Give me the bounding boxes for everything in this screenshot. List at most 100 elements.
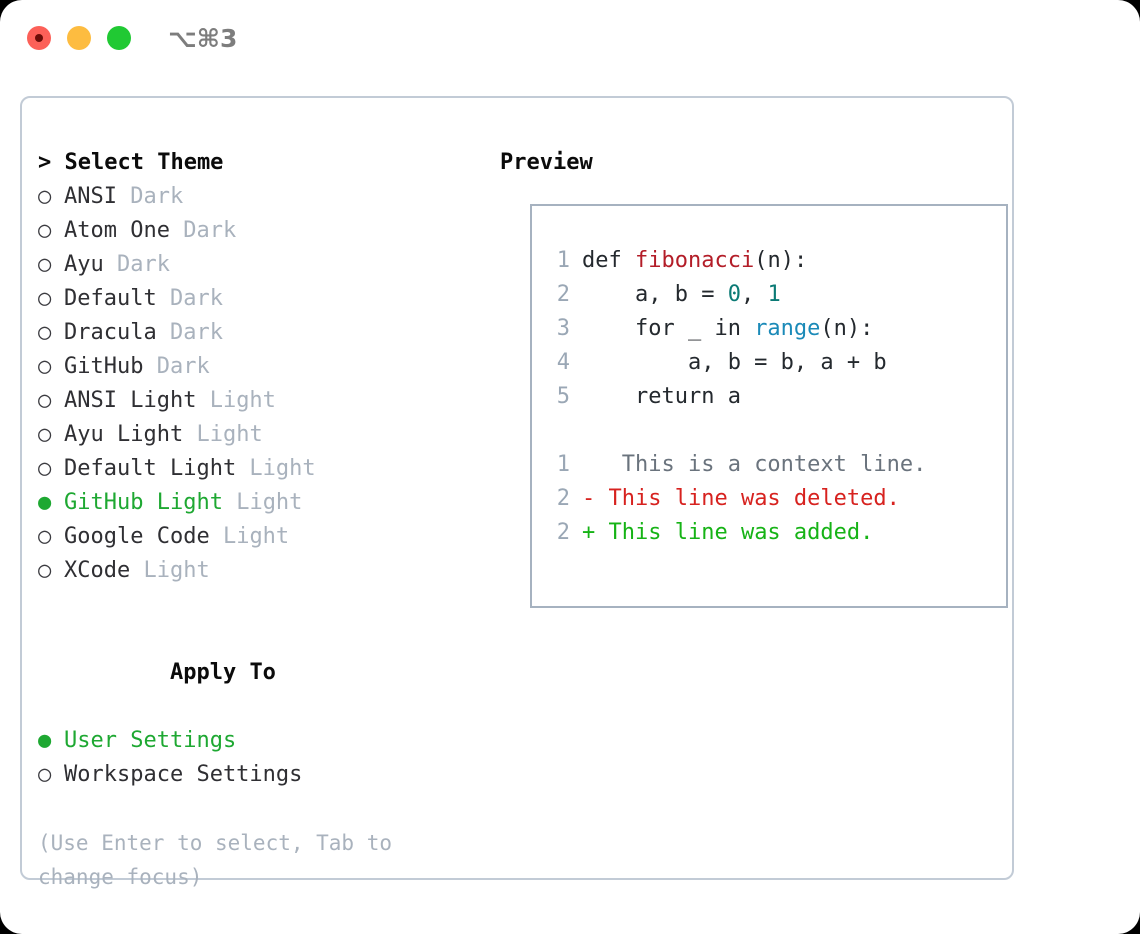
theme-list-item[interactable]: ○ Google Code Light	[38, 520, 478, 554]
radio-selected-icon[interactable]: ●	[38, 490, 52, 515]
radio-unselected-icon[interactable]: ○	[38, 252, 52, 277]
line-number: 2	[556, 486, 570, 511]
code-line: 3 for _ in range(n):	[546, 312, 926, 346]
diff-text: This is a context line.	[595, 452, 927, 477]
theme-kind-tag: Light	[209, 524, 290, 549]
code-token: 0	[727, 282, 741, 307]
theme-name-label: Default Light	[64, 456, 237, 481]
diff-sample: 1 This is a context line. 2- This line wa…	[546, 448, 927, 550]
radio-unselected-icon[interactable]: ○	[38, 354, 52, 379]
diff-marker: -	[582, 486, 596, 511]
apply-to-list-item[interactable]: ●User Settings	[38, 724, 478, 758]
theme-kind-tag: Light	[236, 456, 316, 481]
code-line: 1 def fibonacci(n):	[546, 244, 926, 278]
code-token: a, b = b, a + b	[582, 350, 887, 375]
theme-name-label: Default	[64, 286, 157, 311]
code-line: 4 a, b = b, a + b	[546, 346, 926, 380]
radio-unselected-icon[interactable]: ○	[38, 422, 52, 447]
minimize-window-button[interactable]	[67, 26, 91, 50]
code-line: 5 return a	[546, 380, 926, 414]
theme-kind-tag: Dark	[169, 218, 237, 243]
theme-list-item[interactable]: ○ Ayu Dark	[38, 248, 478, 282]
theme-list-item[interactable]: ○ Dracula Dark	[38, 316, 478, 350]
radio-unselected-icon[interactable]: ○	[38, 218, 52, 243]
code-token: a, b =	[582, 282, 728, 307]
code-diff-separator	[546, 414, 926, 448]
apply-to-label: Workspace Settings	[64, 762, 303, 787]
theme-name-label: ANSI Light	[64, 388, 197, 413]
theme-kind-tag: Light	[196, 388, 276, 413]
theme-name-label: Ayu Light	[64, 422, 184, 447]
theme-list-item[interactable]: ○ Default Light Light	[38, 452, 478, 486]
apply-to-list: ●User Settings ○ Workspace Settings	[38, 724, 478, 792]
theme-kind-tag: Dark	[156, 286, 223, 311]
theme-kind-tag: Dark	[143, 354, 210, 379]
theme-kind-tag: Light	[130, 558, 210, 583]
theme-name-label: XCode	[64, 558, 131, 583]
theme-name-label: Dracula	[64, 320, 157, 345]
title-bar: ⌥⌘3	[0, 0, 1140, 76]
code-token: (n):	[754, 248, 808, 273]
line-number: 1	[556, 452, 570, 477]
diff-text: This line was deleted.	[595, 486, 900, 511]
theme-name-label: Ayu	[64, 252, 104, 277]
code-token: return a	[582, 384, 741, 409]
theme-list-column: > Select Theme ○ANSI Dark○Atom One Dark○…	[38, 146, 478, 894]
radio-unselected-icon[interactable]: ○	[38, 558, 52, 583]
radio-unselected-icon[interactable]: ○	[38, 762, 52, 787]
theme-list-item[interactable]: ○ Default Dark	[38, 282, 478, 316]
theme-kind-tag: Dark	[156, 320, 223, 345]
theme-list: ○ANSI Dark○Atom One Dark○Ayu Dark○Defaul…	[38, 180, 478, 588]
code-token: range	[754, 316, 821, 341]
line-number: 4	[556, 350, 570, 375]
apply-to-heading-label: Apply To	[169, 660, 276, 685]
hint-spacer	[38, 792, 478, 826]
apply-to-list-item[interactable]: ○ Workspace Settings	[38, 758, 478, 792]
theme-list-item[interactable]: ●GitHub Light Light	[38, 486, 478, 520]
diff-marker: +	[582, 520, 596, 545]
radio-selected-icon[interactable]: ●	[38, 728, 52, 753]
theme-list-item[interactable]: ○ XCode Light	[38, 554, 478, 588]
line-number: 3	[556, 316, 570, 341]
theme-list-item[interactable]: ○ Atom One Dark	[38, 214, 478, 248]
code-token: (n):	[820, 316, 874, 341]
radio-unselected-icon[interactable]: ○	[38, 456, 52, 481]
line-number: 5	[556, 384, 570, 409]
diff-line: 1 This is a context line.	[546, 448, 927, 482]
theme-list-item[interactable]: ○ GitHub Dark	[38, 350, 478, 384]
theme-name-label: GitHub	[64, 354, 144, 379]
maximize-window-button[interactable]	[107, 26, 131, 50]
line-number: 2	[556, 520, 570, 545]
radio-unselected-icon[interactable]: ○	[38, 320, 52, 345]
code-token: fibonacci	[634, 248, 755, 273]
line-number: 2	[556, 282, 570, 307]
preview-heading: Preview	[500, 150, 593, 175]
diff-text: This line was added.	[595, 520, 874, 545]
radio-unselected-icon[interactable]: ○	[38, 286, 52, 311]
code-token: for _ in	[582, 316, 755, 341]
theme-name-label: Google Code	[64, 524, 210, 549]
theme-name-label: Atom One	[64, 218, 170, 243]
radio-unselected-icon[interactable]: ○	[38, 524, 52, 549]
line-number: 1	[556, 248, 570, 273]
close-window-button[interactable]	[27, 26, 51, 50]
keyboard-hint-text: (Use Enter to select, Tab to change focu…	[38, 831, 393, 889]
theme-list-item[interactable]: ○ANSI Dark	[38, 180, 478, 214]
code-token: def	[582, 248, 635, 273]
theme-kind-tag: Dark	[103, 252, 170, 277]
radio-unselected-icon[interactable]: ○	[38, 388, 52, 413]
theme-kind-tag: Light	[183, 422, 263, 447]
theme-name-label: GitHub Light	[64, 490, 223, 515]
radio-unselected-icon[interactable]: ○	[38, 184, 52, 209]
theme-list-item[interactable]: ○ ANSI Light Light	[38, 384, 478, 418]
apply-to-heading-indent	[144, 656, 170, 690]
theme-list-item[interactable]: ○ Ayu Light Light	[38, 418, 478, 452]
code-token: ,	[740, 282, 768, 307]
diff-marker	[582, 452, 595, 477]
code-line: 2 a, b = 0, 1	[546, 278, 926, 312]
apply-to-heading: Apply To	[38, 622, 478, 724]
